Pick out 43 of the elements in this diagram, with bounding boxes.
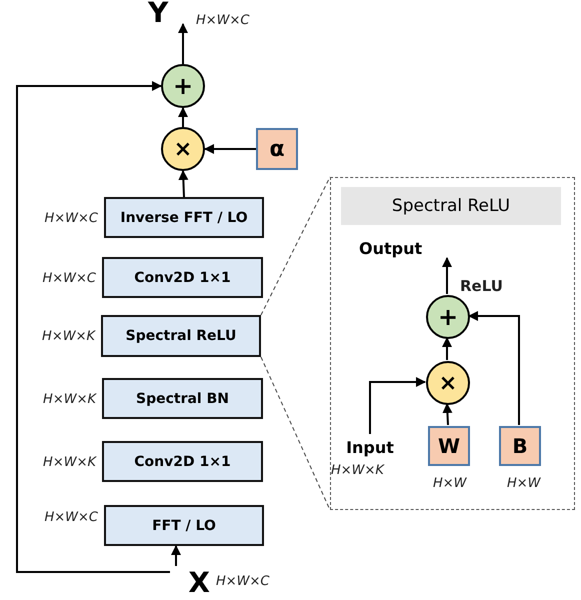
- layer-label: Spectral BN: [136, 390, 229, 406]
- dimension-text: H×W×C: [216, 574, 270, 589]
- arrow: [178, 23, 188, 64]
- arrow: [171, 545, 181, 566]
- layer-label: W: [438, 434, 460, 458]
- dimension-text: H×W×K: [43, 392, 96, 407]
- dimension-text: H×W×C: [44, 211, 98, 226]
- input-symbol: X: [188, 566, 210, 598]
- detail-panel: [330, 177, 575, 510]
- add-circle: +: [161, 64, 205, 108]
- arrow: [369, 377, 426, 434]
- arrow: [178, 170, 188, 198]
- multiply-circle: ×: [161, 127, 205, 171]
- multiply-circle: ×: [426, 361, 470, 405]
- layer-label: +: [438, 303, 458, 331]
- input-text: Input: [346, 438, 394, 456]
- dimension-text: H×W×K: [331, 463, 384, 478]
- dimension-text: H×W×C: [196, 13, 250, 28]
- arrow: [442, 337, 452, 360]
- panel-title-band: Spectral ReLU: [341, 187, 561, 225]
- layer-label: Spectral ReLU: [126, 328, 236, 344]
- dimension-text: H×W×K: [43, 455, 96, 470]
- arrow: [16, 81, 170, 573]
- layer-label: Conv2D 1×1: [134, 454, 231, 470]
- arrow: [442, 403, 452, 426]
- arrow: [442, 257, 452, 294]
- layer-label: Conv2D 1×1: [134, 270, 231, 286]
- layer-label: Inverse FFT / LO: [120, 210, 248, 226]
- arrow: [468, 311, 520, 425]
- arrow: [178, 107, 188, 127]
- layer-label: B: [512, 434, 528, 458]
- parameter-box: α: [256, 128, 298, 170]
- arrow: [204, 144, 256, 154]
- dimension-text: H×W: [507, 476, 541, 491]
- leader-line: [260, 356, 330, 510]
- output-text: Output: [359, 237, 455, 259]
- output-symbol: Y: [148, 0, 190, 24]
- dimension-text: H×W: [433, 476, 467, 491]
- dimension-text: H×W×K: [42, 329, 95, 344]
- dimension-text: ReLU: [460, 277, 503, 295]
- layer-label: FFT / LO: [152, 518, 216, 534]
- dimension-text: H×W×C: [42, 271, 96, 286]
- dimension-text: H×W×C: [44, 510, 98, 525]
